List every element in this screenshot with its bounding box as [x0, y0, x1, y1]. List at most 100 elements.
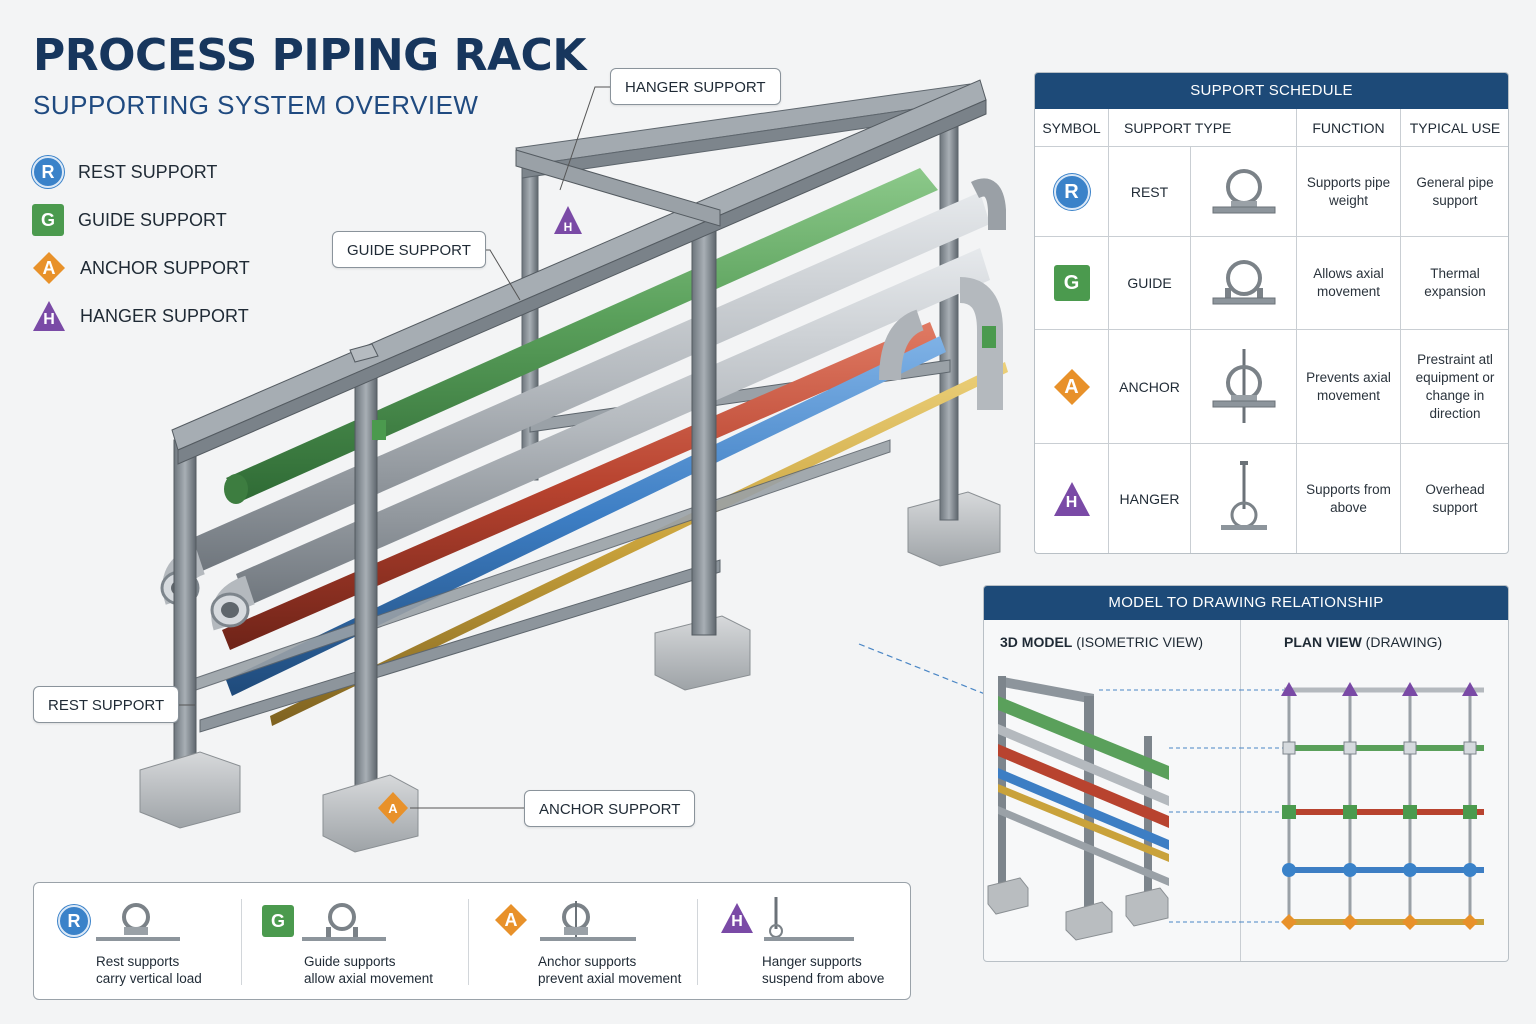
anchor-support-detail-icon	[540, 901, 636, 941]
support-type: GUIDE	[1109, 237, 1191, 329]
anchor-symbol-icon: A	[494, 903, 528, 937]
marker-hanger-icon: H	[554, 206, 582, 234]
legend-label: ANCHOR SUPPORT	[80, 257, 250, 278]
typical-use-text: General pipe support	[1416, 174, 1494, 208]
callout-guide-support: GUIDE SUPPORT	[332, 231, 486, 268]
function-text: Supports from above	[1297, 444, 1401, 553]
bottom-item-anchor: A Anchor supports prevent axial movement	[494, 883, 714, 1001]
legend-item-hanger: H HANGER SUPPORT	[32, 292, 250, 340]
guide-support-detail-icon	[1191, 237, 1297, 329]
table-row: A ANCHOR Prevents axial movement Prestra…	[1035, 330, 1508, 444]
mini-isometric-model	[987, 676, 1240, 941]
model-drawing-panel: MODEL TO DRAWING RELATIONSHIP 3D MODEL (…	[983, 585, 1509, 962]
table-row: R REST Supports pipe weight General pipe…	[1035, 147, 1508, 237]
caption-line: Guide supports	[304, 954, 396, 969]
hanger-symbol-icon: H	[32, 299, 66, 333]
rest-symbol-icon: R	[32, 156, 64, 188]
pipe-green	[224, 168, 938, 504]
anchor-support-detail-icon	[1191, 330, 1297, 443]
col-support-type: SUPPORT TYPE	[1109, 109, 1297, 146]
svg-text:A: A	[388, 801, 398, 816]
marker-anchor-icon: A	[378, 792, 408, 824]
support-type: HANGER	[1109, 444, 1191, 553]
plan-anchor-markers-icon	[1281, 914, 1478, 930]
bottom-item-hanger: H Hanger supports suspend from above	[720, 883, 910, 1001]
pipe-gray-lower	[236, 248, 990, 606]
hanger-support-detail-icon	[764, 897, 854, 941]
plan-hanger-markers-icon	[1281, 682, 1478, 696]
steel-frame-front	[171, 79, 987, 796]
concrete-base-back	[654, 491, 1001, 691]
bottom-item-guide: G Guide supports allow axial movement	[262, 883, 472, 1001]
rest-symbol-icon: R	[1053, 173, 1090, 210]
legend-item-guide: G GUIDE SUPPORT	[32, 196, 250, 244]
function-text: Allows axial movement	[1297, 237, 1401, 329]
model-view-heading: 3D MODEL (ISOMETRIC VIEW)	[1000, 634, 1204, 650]
concrete-base-front	[139, 751, 419, 853]
legend-item-anchor: A ANCHOR SUPPORT	[32, 244, 250, 292]
callout-anchor-support: ANCHOR SUPPORT	[524, 790, 696, 827]
legend-label: HANGER SUPPORT	[80, 305, 249, 326]
guide-symbol-icon: G	[32, 204, 64, 236]
page-title: PROCESS PIPING RACK	[33, 30, 586, 81]
schedule-title: SUPPORT SCHEDULE	[1035, 73, 1508, 109]
guide-support-detail-icon	[302, 903, 386, 941]
pipe-red	[222, 322, 938, 650]
guide-symbol-icon: G	[262, 905, 294, 937]
guide-symbol-icon: G	[1053, 265, 1090, 301]
typical-use-text: Overhead support	[1425, 481, 1485, 515]
col-function: FUNCTION	[1297, 109, 1401, 146]
plan-rest-markers-icon	[1282, 741, 1477, 755]
bottom-item-rest: R Rest supports carry vertical load	[56, 883, 266, 1001]
support-type: ANCHOR	[1109, 330, 1191, 443]
caption-line: carry vertical load	[96, 971, 202, 986]
plan-rest-circle-markers-icon	[1282, 863, 1477, 877]
typical-use-text: Thermal expansion	[1424, 266, 1486, 299]
divider	[241, 899, 242, 985]
typical-use-text: Prestraint atl equipment or change in di…	[1415, 351, 1495, 421]
rest-support-detail-icon	[1191, 147, 1297, 236]
rest-support-detail-icon	[96, 903, 180, 941]
hanger-symbol-icon: H	[720, 901, 754, 935]
callout-rest-support: REST SUPPORT	[33, 686, 180, 723]
model-panel-title: MODEL TO DRAWING RELATIONSHIP	[984, 586, 1508, 620]
schedule-header-row: SYMBOL SUPPORT TYPE FUNCTION TYPICAL USE	[1035, 109, 1508, 147]
caption-line: suspend from above	[762, 971, 885, 986]
support-type: REST	[1109, 147, 1191, 236]
anchor-symbol-icon: A	[32, 251, 66, 285]
col-symbol: SYMBOL	[1035, 109, 1109, 146]
page-subtitle: SUPPORTING SYSTEM OVERVIEW	[33, 90, 479, 120]
table-row: G GUIDE Allows axial movement Thermal ex…	[1035, 237, 1508, 330]
callout-hanger-support: HANGER SUPPORT	[610, 68, 781, 105]
hanger-symbol-icon: H	[1053, 480, 1091, 518]
col-typical-use: TYPICAL USE	[1409, 119, 1501, 136]
caption-line: allow axial movement	[304, 971, 434, 986]
plan-view-grid	[1240, 682, 1484, 930]
legend-item-rest: R REST SUPPORT	[32, 148, 250, 196]
plan-view-heading: PLAN VIEW (DRAWING)	[1284, 634, 1443, 650]
divider	[697, 899, 698, 985]
rest-symbol-icon: R	[58, 905, 90, 937]
svg-text:H: H	[564, 220, 573, 234]
symbol-legend: R REST SUPPORT G GUIDE SUPPORT A ANCHOR …	[32, 148, 250, 340]
support-schedule-table: SUPPORT SCHEDULE SYMBOL SUPPORT TYPE FUN…	[1034, 72, 1509, 554]
caption-line: Hanger supports	[762, 954, 862, 969]
function-text: Supports pipe weight	[1297, 147, 1401, 236]
caption-line: Rest supports	[96, 954, 180, 969]
function-text: Prevents axial movement	[1297, 330, 1401, 443]
caption-line: prevent axial movement	[538, 971, 682, 986]
table-row: H HANGER Supports from above Overhead su…	[1035, 444, 1508, 553]
divider	[468, 899, 469, 985]
legend-label: GUIDE SUPPORT	[78, 209, 227, 230]
pipe-rack-illustration: H A	[139, 79, 1008, 853]
caption-line: Anchor supports	[538, 954, 637, 969]
plan-guide-markers-icon	[1282, 805, 1477, 819]
legend-label: REST SUPPORT	[78, 161, 218, 182]
anchor-symbol-icon: A	[1053, 368, 1091, 406]
pipe-gray-upper	[188, 178, 1006, 572]
bottom-legend: R Rest supports carry vertical load G Gui…	[33, 882, 911, 1000]
connector-dashed-line	[858, 643, 1001, 701]
panel-divider	[1240, 620, 1241, 961]
hanger-support-detail-icon	[1191, 444, 1297, 553]
pipe-yellow	[270, 362, 1008, 726]
